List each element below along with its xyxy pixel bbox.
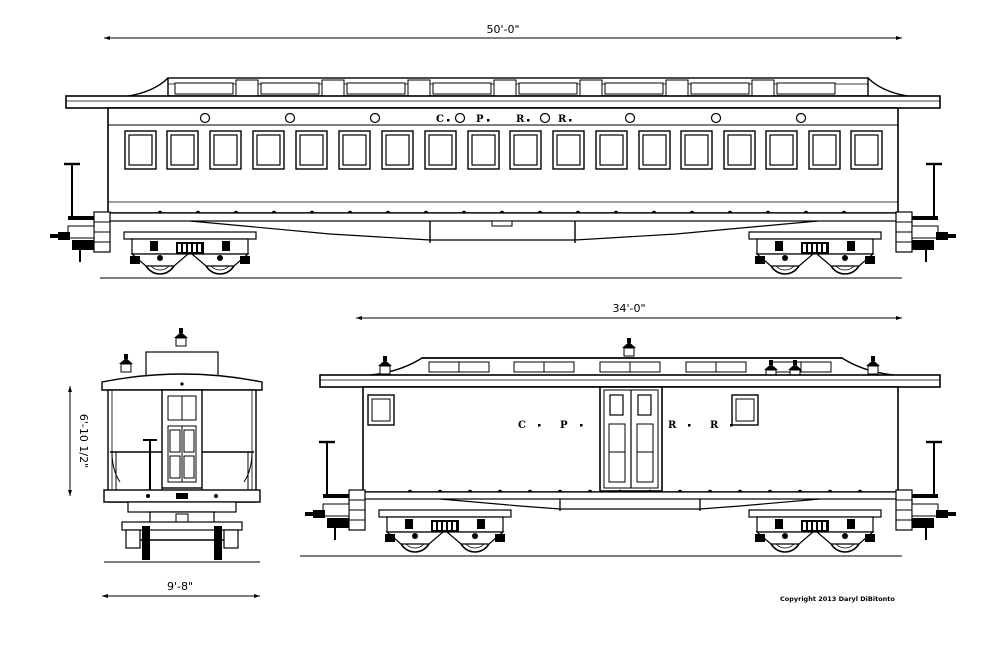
coach-letter-r2: R xyxy=(558,114,567,125)
coach-lettering: C P R R xyxy=(436,114,572,125)
baggage-letter-p: P xyxy=(560,420,568,431)
baggage-length-dimension: 34'-0" xyxy=(356,302,902,320)
coach-length-label: 50'-0" xyxy=(486,23,519,36)
end-view: 6'-10 1/2" 9'-8" xyxy=(68,327,263,598)
coach-left-truck xyxy=(123,231,257,275)
baggage-clerestory xyxy=(369,337,895,379)
end-height-label: 6'-10 1/2" xyxy=(77,414,90,468)
baggage-letter-c: C xyxy=(518,420,526,431)
baggage-door xyxy=(599,386,663,492)
coach-letter-r1: R xyxy=(516,114,525,125)
end-width-dimension: 9'-8" xyxy=(102,580,260,598)
coach-clerestory xyxy=(109,77,927,99)
baggage-underframe xyxy=(362,491,899,511)
coach-right-platform xyxy=(894,162,958,264)
baggage-right-platform xyxy=(894,440,958,542)
coach-letterboard-lamps xyxy=(199,112,807,124)
end-height-dimension: 6'-10 1/2" xyxy=(68,386,90,496)
coach-left-platform xyxy=(48,162,112,264)
baggage-left-platform xyxy=(303,440,367,542)
coach-letter-p: P xyxy=(476,114,484,125)
coach-length-dimension: 50'-0" xyxy=(104,23,902,40)
coach-elevation: 50'-0" C P R R xyxy=(48,23,958,279)
end-width-label: 9'-8" xyxy=(167,580,193,593)
coach-roof xyxy=(65,95,941,109)
baggage-roof xyxy=(319,374,941,388)
coach-letter-c: C xyxy=(436,114,444,125)
baggage-elevation: 34'-0" C xyxy=(300,302,958,557)
baggage-lettering: C P R R xyxy=(518,420,733,431)
baggage-letter-r2: R xyxy=(710,420,719,431)
baggage-length-label: 34'-0" xyxy=(612,302,645,315)
coach-right-truck xyxy=(748,231,882,275)
baggage-right-truck xyxy=(748,509,882,553)
baggage-letter-r1: R xyxy=(668,420,677,431)
baggage-left-truck xyxy=(378,509,512,553)
copyright-note: Copyright 2013 Daryl DiBitonto xyxy=(780,595,895,603)
